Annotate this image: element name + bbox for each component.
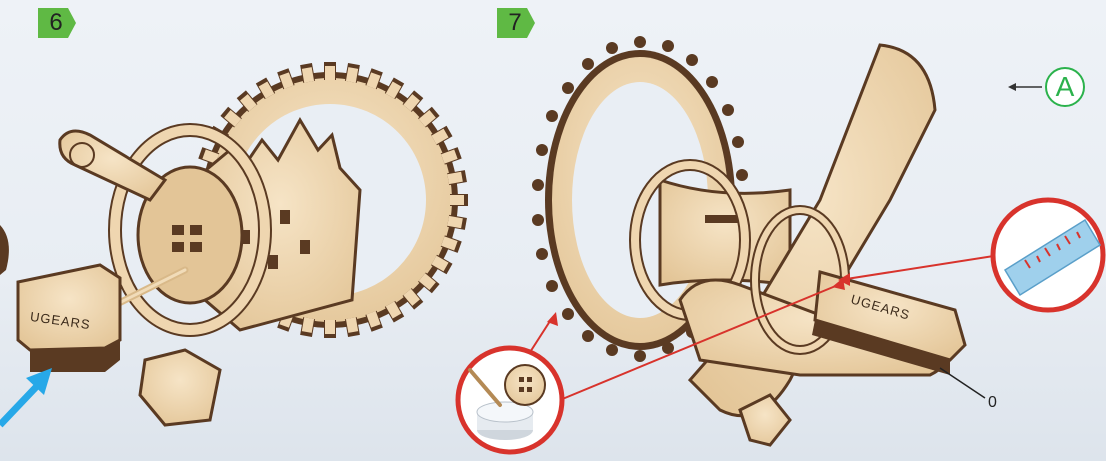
- ruler-callout: [993, 200, 1103, 310]
- part-marker-a: A: [1045, 67, 1085, 107]
- motion-arrow-icon: [0, 368, 52, 425]
- key-part: UGEARS: [18, 265, 120, 372]
- glue-callout: [458, 348, 562, 452]
- step-7-assembly: UGEARS: [458, 36, 1103, 452]
- glue-pot-icon: [477, 402, 533, 440]
- part-pointer-arrow-icon: [1008, 83, 1042, 91]
- step-6-assembly: UGEARS: [0, 62, 468, 425]
- small-gear-icon: [505, 365, 545, 405]
- callout-leader-line: [940, 368, 985, 398]
- callout-label: 0: [988, 394, 997, 412]
